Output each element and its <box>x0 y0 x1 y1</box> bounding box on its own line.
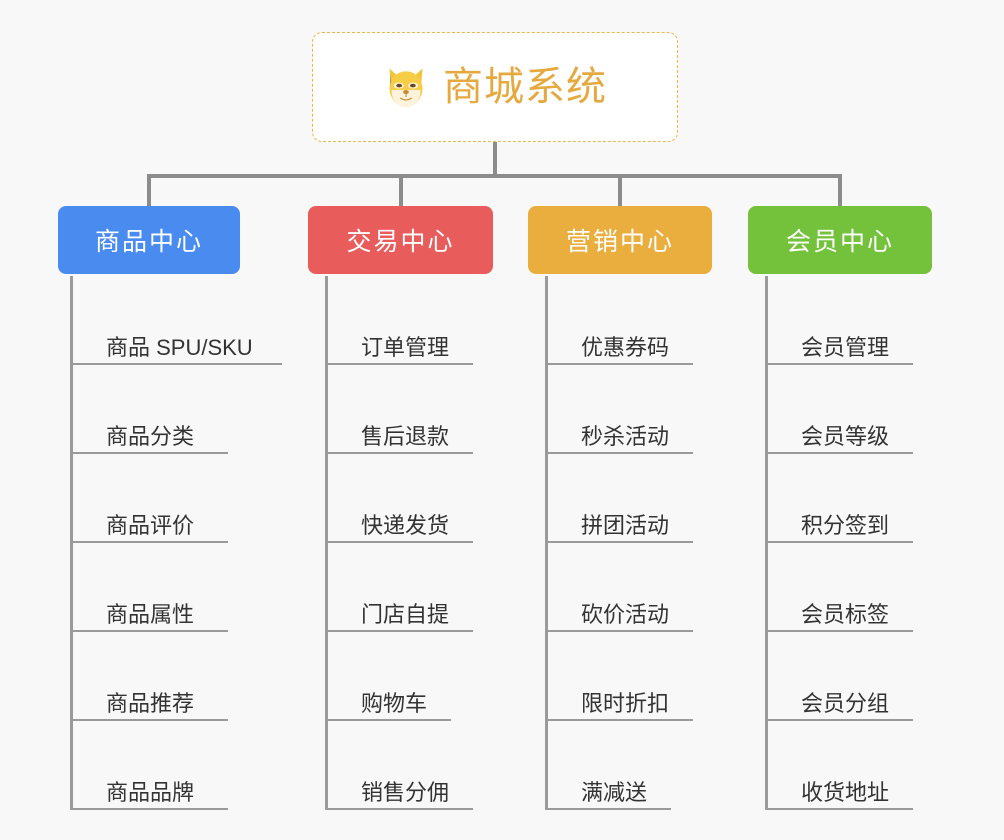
leaf-item[interactable]: 优惠券码 <box>545 276 693 365</box>
leaf-spine <box>70 276 73 810</box>
category-box-1[interactable]: 商品中心 <box>58 206 240 274</box>
leaf-label: 购物车 <box>361 690 428 716</box>
leaf-item[interactable]: 购物车 <box>325 632 451 721</box>
leaf-label: 限时折扣 <box>581 690 670 716</box>
leaf-label: 积分签到 <box>801 512 890 538</box>
leaf-underline <box>545 808 671 810</box>
leaf-item[interactable]: 商品属性 <box>70 543 253 632</box>
leaf-item[interactable]: 限时折扣 <box>545 632 693 721</box>
leaf-label: 优惠券码 <box>581 334 670 360</box>
leaf-column-3: 优惠券码秒杀活动拼团活动砍价活动限时折扣满减送 <box>545 276 693 810</box>
leaf-underline <box>325 630 473 632</box>
leaf-item[interactable]: 秒杀活动 <box>545 365 693 454</box>
leaf-underline <box>325 363 473 365</box>
leaf-item[interactable]: 商品品牌 <box>70 721 253 810</box>
leaf-spine <box>545 276 548 810</box>
leaf-label: 订单管理 <box>361 334 450 360</box>
leaf-spine <box>325 276 328 810</box>
connector-horizontal-bus <box>149 174 841 178</box>
connector-drop-3 <box>618 174 622 206</box>
leaf-label: 拼团活动 <box>581 512 670 538</box>
leaf-item[interactable]: 商品分类 <box>70 365 253 454</box>
leaf-column-1: 商品 SPU/SKU 商品分类商品评价商品属性商品推荐商品品牌 <box>70 276 282 810</box>
leaf-item[interactable]: 销售分佣 <box>325 721 473 810</box>
category-label: 商品中心 <box>94 228 203 256</box>
root-title: 商城系统 <box>443 65 607 109</box>
leaf-underline <box>765 630 913 632</box>
leaf-column-4: 会员管理会员等级积分签到会员标签会员分组收货地址 <box>765 276 913 810</box>
leaf-underline <box>545 630 693 632</box>
connector-drop-2 <box>399 174 403 206</box>
leaf-item[interactable]: 会员分组 <box>765 632 913 721</box>
leaf-label: 砍价活动 <box>581 601 670 627</box>
leaf-label: 商品品牌 <box>106 779 195 805</box>
leaf-label: 商品 SPU/SKU <box>106 334 253 360</box>
leaf-item[interactable]: 商品推荐 <box>70 632 253 721</box>
leaf-label: 商品分类 <box>106 423 195 449</box>
leaf-underline <box>70 363 282 365</box>
leaf-item[interactable]: 会员等级 <box>765 365 913 454</box>
leaf-underline <box>765 808 913 810</box>
category-box-4[interactable]: 会员中心 <box>748 206 932 274</box>
leaf-underline <box>545 363 693 365</box>
category-label: 营销中心 <box>565 228 674 256</box>
leaf-underline <box>765 452 913 454</box>
leaf-spine <box>765 276 768 810</box>
leaf-label: 商品属性 <box>106 601 195 627</box>
leaf-label: 满减送 <box>581 779 648 805</box>
leaf-underline <box>70 541 228 543</box>
leaf-item[interactable]: 会员标签 <box>765 543 913 632</box>
leaf-label: 快递发货 <box>361 512 450 538</box>
category-box-2[interactable]: 交易中心 <box>308 206 493 274</box>
leaf-label: 销售分佣 <box>361 779 450 805</box>
connector-drop-1 <box>147 174 151 206</box>
leaf-label: 收货地址 <box>801 779 890 805</box>
leaf-underline <box>325 452 473 454</box>
leaf-underline <box>325 719 451 721</box>
leaf-underline <box>765 541 913 543</box>
leaf-label: 售后退款 <box>361 423 450 449</box>
leaf-item[interactable]: 售后退款 <box>325 365 473 454</box>
leaf-label: 会员管理 <box>801 334 890 360</box>
leaf-label: 会员分组 <box>801 690 890 716</box>
leaf-item[interactable]: 积分签到 <box>765 454 913 543</box>
leaf-item[interactable]: 商品评价 <box>70 454 253 543</box>
leaf-underline <box>70 630 228 632</box>
leaf-underline <box>325 808 473 810</box>
leaf-item[interactable]: 快递发货 <box>325 454 473 543</box>
leaf-item[interactable]: 砍价活动 <box>545 543 693 632</box>
leaf-underline <box>765 719 913 721</box>
leaf-label: 门店自提 <box>361 601 450 627</box>
shiba-dog-face-icon <box>383 64 429 110</box>
leaf-label: 会员标签 <box>801 601 890 627</box>
leaf-underline <box>70 719 228 721</box>
leaf-column-2: 订单管理售后退款快递发货门店自提购物车销售分佣 <box>325 276 473 810</box>
category-label: 会员中心 <box>785 228 894 256</box>
leaf-underline <box>70 808 228 810</box>
root-node[interactable]: 商城系统 <box>312 32 678 142</box>
leaf-underline <box>545 541 693 543</box>
leaf-underline <box>325 541 473 543</box>
leaf-item[interactable]: 满减送 <box>545 721 671 810</box>
leaf-item[interactable]: 商品 SPU/SKU <box>70 276 282 365</box>
leaf-underline <box>545 719 693 721</box>
leaf-underline <box>545 452 693 454</box>
leaf-underline <box>70 452 228 454</box>
leaf-label: 商品推荐 <box>106 690 195 716</box>
leaf-item[interactable]: 门店自提 <box>325 543 473 632</box>
leaf-item[interactable]: 拼团活动 <box>545 454 693 543</box>
category-box-3[interactable]: 营销中心 <box>528 206 712 274</box>
leaf-label: 秒杀活动 <box>581 423 670 449</box>
category-label: 交易中心 <box>346 228 455 256</box>
leaf-label: 会员等级 <box>801 423 890 449</box>
connector-drop-4 <box>838 174 842 206</box>
leaf-underline <box>765 363 913 365</box>
leaf-item[interactable]: 会员管理 <box>765 276 913 365</box>
leaf-item[interactable]: 订单管理 <box>325 276 473 365</box>
leaf-item[interactable]: 收货地址 <box>765 721 913 810</box>
connector-root-trunk <box>493 142 497 176</box>
leaf-label: 商品评价 <box>106 512 195 538</box>
